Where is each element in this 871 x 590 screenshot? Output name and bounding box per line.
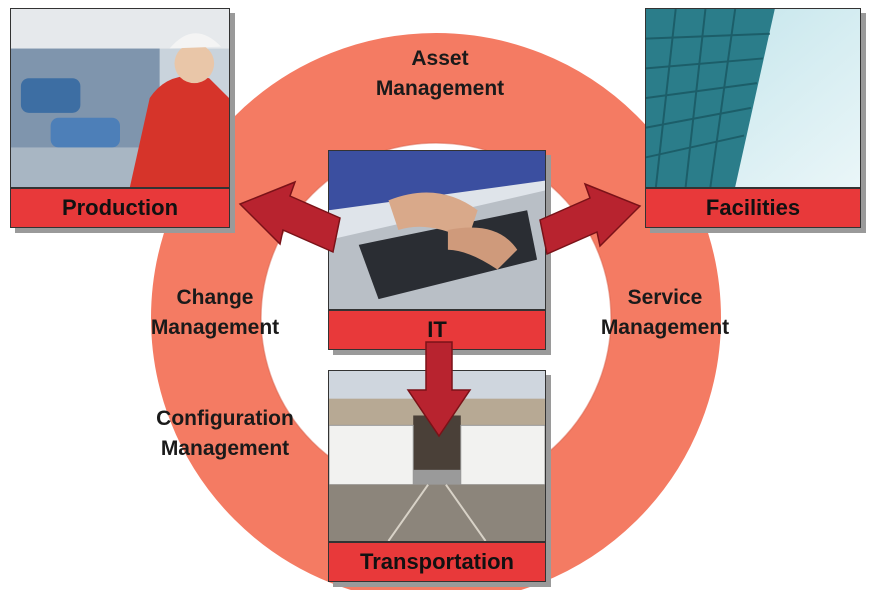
production-card: Production <box>10 8 235 233</box>
facilities-caption: Facilities <box>645 188 861 228</box>
transportation-card: Transportation <box>328 370 551 587</box>
transportation-caption: Transportation <box>328 542 546 582</box>
it-photo <box>328 150 546 310</box>
arrow-to-transportation <box>406 341 472 438</box>
production-photo <box>10 8 230 188</box>
service-management-label: Service Management <box>600 286 730 339</box>
arrow-to-facilities <box>539 182 642 256</box>
configuration-management-label: Configuration Management <box>156 407 294 460</box>
production-caption: Production <box>10 188 230 228</box>
arrow-to-production <box>238 180 341 254</box>
asset-management-label: Asset Management <box>375 47 505 100</box>
facilities-photo <box>645 8 861 188</box>
facilities-card: Facilities <box>645 8 866 233</box>
transportation-photo <box>328 370 546 542</box>
change-management-label: Change Management <box>150 286 280 339</box>
